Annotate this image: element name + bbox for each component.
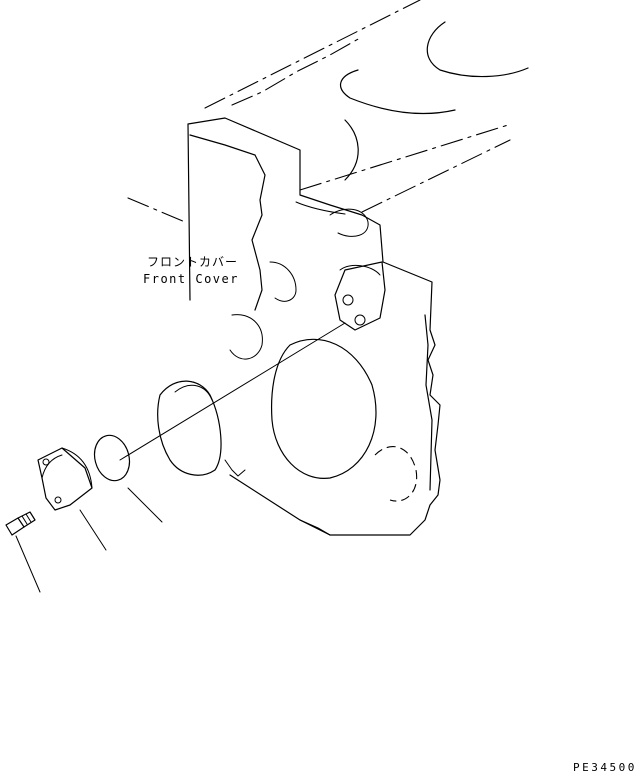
bolt-leader <box>15 535 41 593</box>
gasket-leader <box>127 487 163 523</box>
engine-block-outline <box>127 0 511 223</box>
cover-opening <box>271 338 377 479</box>
cylinder-bore <box>426 21 529 78</box>
cylinder-bore <box>344 119 359 181</box>
cylinder-bore-group <box>340 21 529 181</box>
drawing-code: PE34500 <box>573 761 637 774</box>
cover-plate <box>37 447 107 551</box>
cylinder-bore <box>340 69 456 115</box>
cover-opening-hidden <box>374 446 418 502</box>
bolt <box>5 511 41 593</box>
gasket <box>93 434 163 523</box>
assembly-line <box>119 322 346 461</box>
part-label-english: Front Cover <box>143 272 239 286</box>
front-cover <box>157 117 441 536</box>
part-label-japanese: フロントカバー <box>147 255 239 269</box>
cover-plate-leader <box>79 509 107 551</box>
